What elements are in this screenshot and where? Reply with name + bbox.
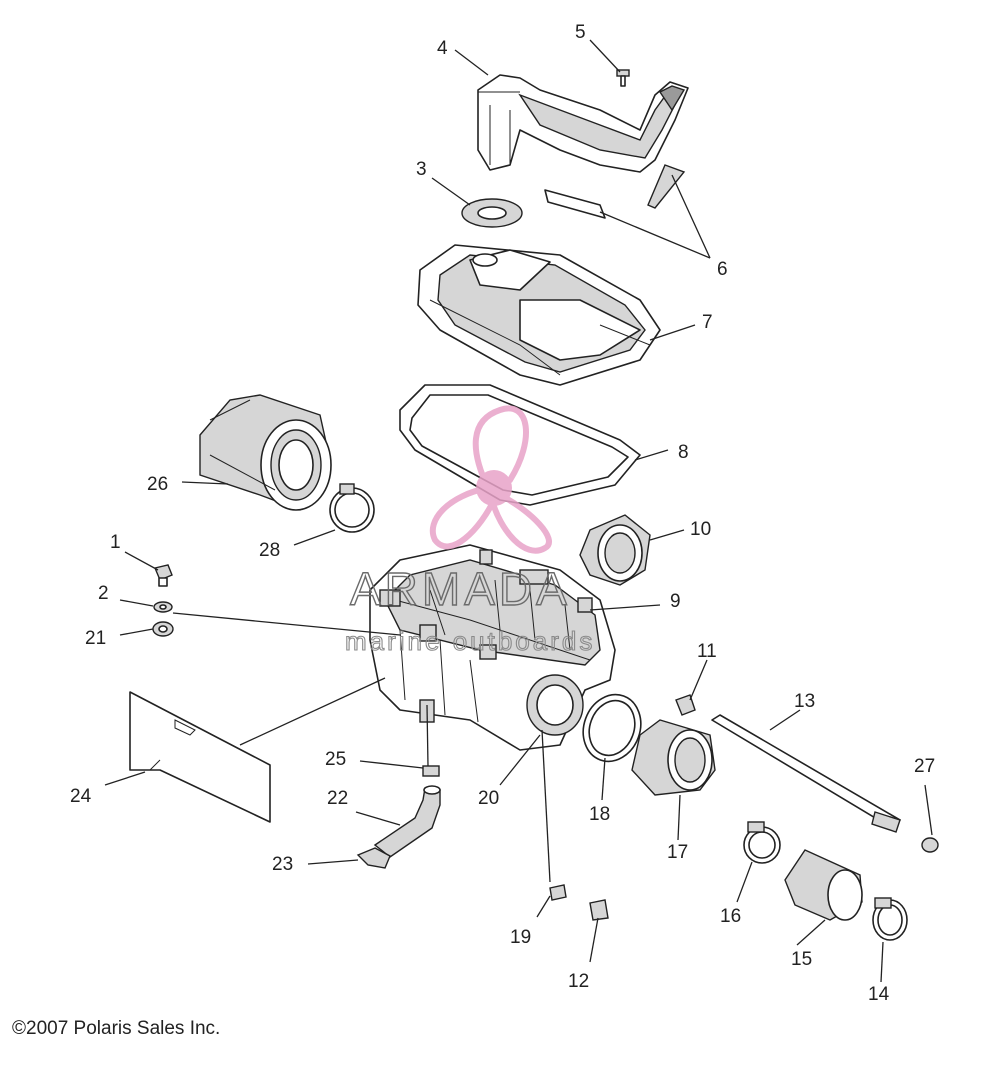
- part-15-sleeve: [784, 849, 863, 921]
- part-26-air-filter: [199, 394, 332, 511]
- label-25: 25: [325, 749, 346, 770]
- label-28: 28: [259, 540, 280, 561]
- label-20: 20: [478, 788, 499, 809]
- part-14-clamp: [872, 897, 908, 941]
- label-27: 27: [914, 756, 935, 777]
- part-3-grommet: [461, 198, 523, 228]
- label-8: 8: [678, 442, 689, 463]
- label-26: 26: [147, 474, 168, 495]
- label-19: 19: [510, 927, 531, 948]
- label-21: 21: [85, 628, 106, 649]
- part-24-plate: [129, 691, 271, 823]
- leader-lines: [104, 39, 933, 983]
- part-13-tube: [711, 714, 901, 833]
- label-11: 11: [697, 641, 717, 662]
- part-17-boot: [631, 719, 716, 796]
- label-14: 14: [868, 984, 890, 1005]
- part-4-snorkel: [477, 74, 689, 173]
- part-7-airbox-cover: [417, 244, 661, 386]
- label-23: 23: [272, 854, 293, 875]
- label-17: 17: [667, 842, 688, 863]
- label-4: 4: [437, 38, 448, 59]
- label-1: 1: [110, 532, 121, 553]
- watermark-tagline: marine outboards: [345, 626, 595, 656]
- label-13: 13: [794, 691, 815, 712]
- label-12: 12: [568, 971, 589, 992]
- part-18-oring: [582, 693, 642, 763]
- part-labels: 4 5 3 6 7 8 26 10 28 1 2 9 21 11 13 25 2…: [70, 22, 935, 1005]
- label-6: 6: [717, 259, 728, 280]
- label-24: 24: [70, 786, 92, 807]
- part-21-grommet: [152, 621, 174, 637]
- part-6-strips: [544, 164, 686, 219]
- label-16: 16: [720, 906, 741, 927]
- part-5-screw: [616, 69, 630, 87]
- part-1-bolt: [154, 564, 173, 587]
- copyright-notice: ©2007 Polaris Sales Inc.: [12, 1018, 221, 1039]
- part-12-sleeve: [589, 899, 609, 921]
- part-19-plug: [549, 884, 567, 901]
- part-2-washer: [153, 601, 173, 613]
- part-16-clamp: [743, 821, 781, 864]
- armada-logo-icon: [430, 405, 552, 554]
- part-28-clamp: [329, 483, 375, 533]
- part-20-airbox: [369, 544, 616, 751]
- label-22: 22: [327, 788, 348, 809]
- watermark-brand: ARMADA: [350, 563, 571, 615]
- part-22-hose: [373, 785, 441, 858]
- label-15: 15: [791, 949, 812, 970]
- label-2: 2: [98, 583, 109, 604]
- part-25-clamp: [422, 765, 440, 777]
- part-27-clip: [921, 837, 939, 853]
- label-10: 10: [690, 519, 711, 540]
- part-8-gasket: [399, 384, 641, 506]
- label-7: 7: [702, 312, 713, 333]
- label-3: 3: [416, 159, 427, 180]
- label-9: 9: [670, 591, 681, 612]
- label-5: 5: [575, 22, 586, 43]
- part-10-adapter: [579, 514, 651, 586]
- part-11-grommet: [675, 694, 696, 716]
- label-18: 18: [589, 804, 610, 825]
- part-23-fitting: [356, 847, 391, 869]
